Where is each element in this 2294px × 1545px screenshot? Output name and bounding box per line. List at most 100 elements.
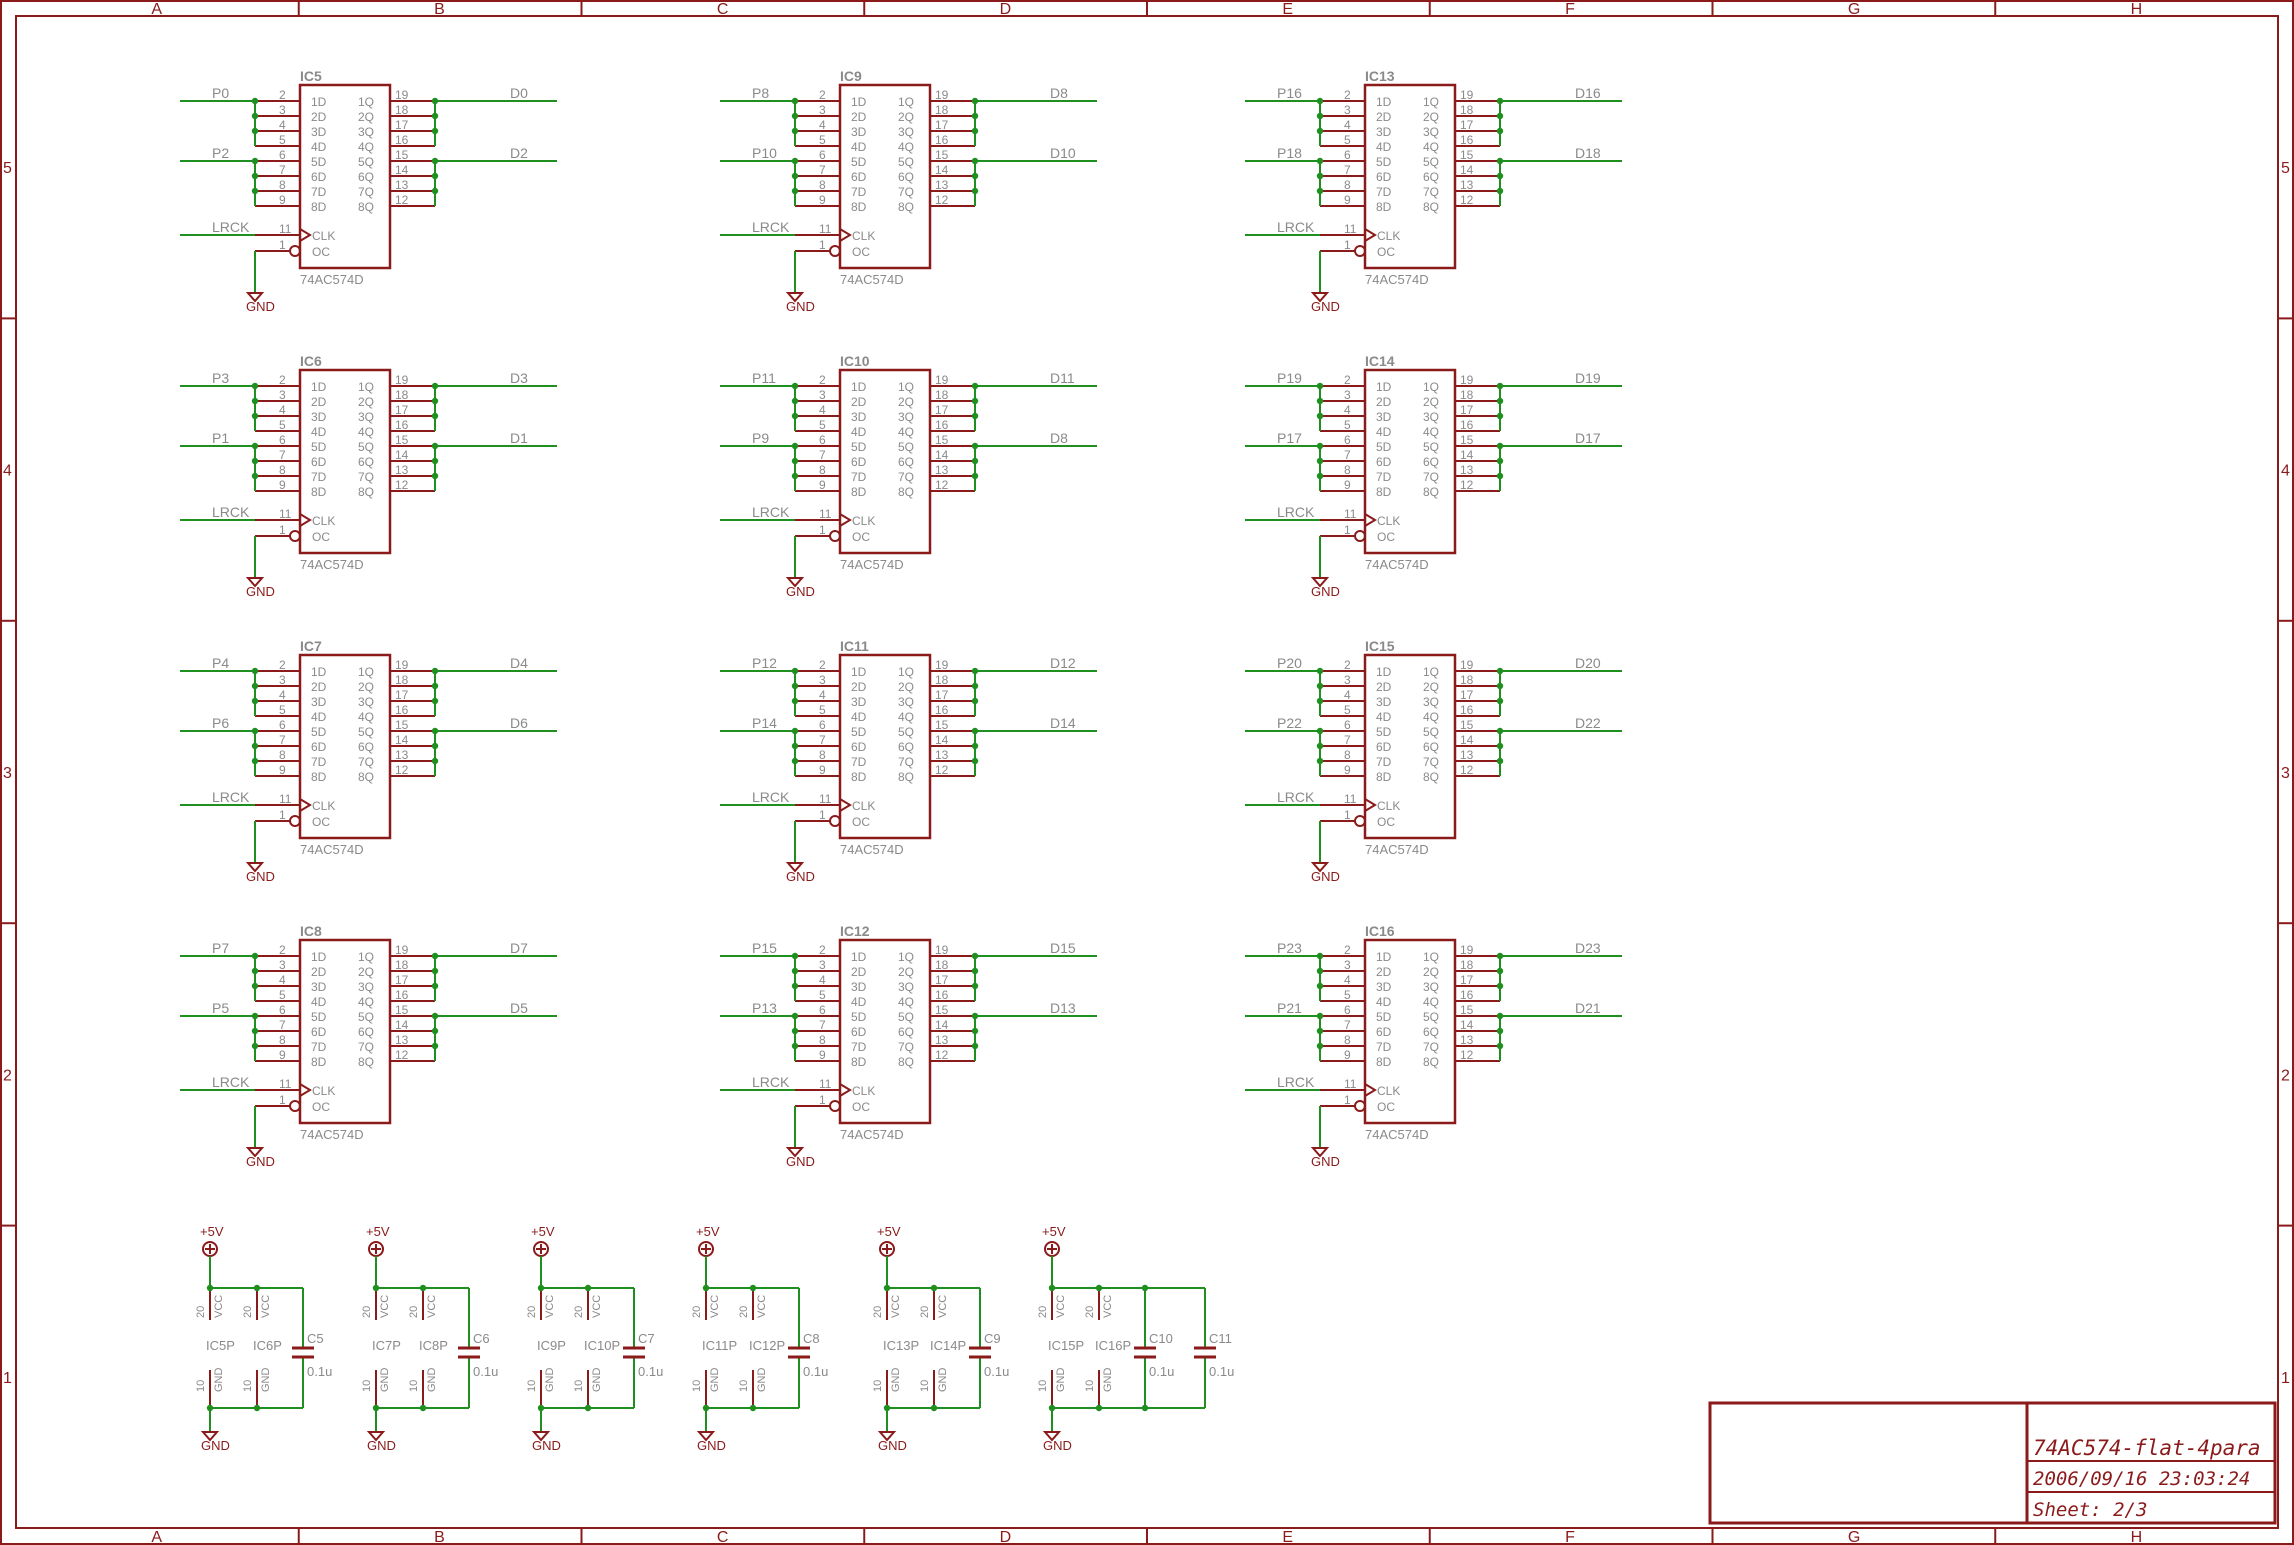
ground-icon: [245, 862, 265, 873]
pin-name: GND: [709, 1368, 721, 1393]
junction-dot: [930, 1284, 938, 1292]
junction-dot: [251, 982, 259, 990]
pin-number: 14: [1460, 163, 1474, 177]
net-label: D18: [1575, 145, 1601, 161]
pin-number: 14: [395, 1018, 409, 1032]
pin-number: 20: [919, 1306, 931, 1318]
junction-dot: [1316, 112, 1324, 120]
row-label: 4: [2281, 463, 2290, 480]
pin-number: 6: [1344, 1003, 1351, 1017]
pin-name: 5Q: [358, 1010, 374, 1024]
pin-name: GND: [379, 1368, 391, 1393]
pin-name: OC: [852, 815, 870, 829]
net-label: D13: [1050, 1000, 1076, 1016]
junction-dot: [431, 187, 439, 195]
pin-name: OC: [312, 815, 330, 829]
junction-dot: [251, 157, 259, 165]
pin-name: OC: [1377, 530, 1395, 544]
net-label: P12: [752, 655, 777, 671]
pin-name: 6Q: [898, 455, 914, 469]
pin-number: 17: [935, 688, 949, 702]
pin-number: 15: [1460, 718, 1474, 732]
ic-name: IC8: [300, 923, 322, 939]
pin-name: 6Q: [898, 170, 914, 184]
pin-name: GND: [1102, 1368, 1114, 1393]
clock-triangle-icon: [299, 1083, 312, 1097]
pin-name: 7Q: [898, 1040, 914, 1054]
pin-number: 6: [1344, 718, 1351, 732]
pin-name: 3Q: [358, 410, 374, 424]
pin-name: 1D: [1376, 95, 1392, 109]
pin-number: 19: [935, 658, 949, 672]
pin-name: 1Q: [1423, 950, 1439, 964]
ground-icon: [245, 577, 265, 588]
pin-name: 2D: [1376, 110, 1392, 124]
net-label: LRCK: [212, 219, 250, 235]
junction-dot: [251, 112, 259, 120]
pin-name: 2D: [1376, 395, 1392, 409]
pin-name: OC: [1377, 815, 1395, 829]
net-label: LRCK: [1277, 789, 1315, 805]
pin-number: 13: [935, 178, 949, 192]
junction-dot: [1316, 967, 1324, 975]
column-label: C: [717, 1529, 729, 1545]
junction-dot: [431, 682, 439, 690]
pin-number: 5: [819, 418, 826, 432]
cap-name: C10: [1149, 1331, 1173, 1346]
cap-name: C8: [803, 1331, 820, 1346]
clock-triangle-icon: [839, 228, 852, 242]
gnd-label: GND: [1043, 1438, 1072, 1453]
junction-dot: [971, 1012, 979, 1020]
ground-icon: [785, 577, 805, 588]
net-label: P14: [752, 715, 777, 731]
inversion-bubble-icon: [829, 245, 841, 257]
column-label: E: [1282, 1, 1293, 18]
gnd-symbol: GND: [200, 1431, 230, 1453]
junction-dot: [749, 1284, 757, 1292]
pin-number: 10: [1084, 1380, 1096, 1392]
pin-number: 17: [395, 403, 409, 417]
net-label: D2: [510, 145, 528, 161]
cap-value: 0.1u: [638, 1364, 663, 1379]
gnd-symbol: GND: [785, 862, 815, 884]
junction-dot: [791, 97, 799, 105]
pin-number: 19: [935, 88, 949, 102]
column-label: C: [717, 1, 729, 18]
pin-number: 6: [819, 433, 826, 447]
pin-number: 5: [279, 988, 286, 1002]
pin-number: 3: [819, 958, 826, 972]
junction-dot: [791, 1042, 799, 1050]
pin-name: 7D: [1376, 1040, 1392, 1054]
pin-name: 8D: [851, 200, 867, 214]
cap-value: 0.1u: [1149, 1364, 1174, 1379]
pin-name: 1D: [1376, 950, 1392, 964]
pin-number: 12: [1460, 1048, 1474, 1062]
pin-name: 5Q: [358, 440, 374, 454]
junction-dot: [791, 982, 799, 990]
junction-dot: [791, 682, 799, 690]
inversion-bubble-icon: [1354, 1100, 1366, 1112]
title-block-outer: [1708, 1401, 2277, 1525]
pin-name: 1Q: [898, 380, 914, 394]
pin-number: 9: [819, 763, 826, 777]
junction-dot: [1316, 127, 1324, 135]
pin-name: VCC: [709, 1295, 721, 1318]
pin-name: 3Q: [358, 125, 374, 139]
title-block-sheet: Sheet: 2/3: [2033, 1499, 2147, 1521]
pin-number: 15: [935, 433, 949, 447]
junction-dot: [930, 1404, 938, 1412]
pin-name: 6Q: [1423, 170, 1439, 184]
junction-dot: [971, 472, 979, 480]
pin-name: 4Q: [358, 140, 374, 154]
pin-number: 11: [1344, 1077, 1357, 1091]
net-label: LRCK: [212, 789, 250, 805]
pin-number: 5: [819, 703, 826, 717]
junction-dot: [431, 457, 439, 465]
net-label: P3: [212, 370, 229, 386]
pin-number: 3: [1344, 388, 1351, 402]
pin-number: 11: [1344, 507, 1357, 521]
inversion-bubble-icon: [289, 245, 301, 257]
